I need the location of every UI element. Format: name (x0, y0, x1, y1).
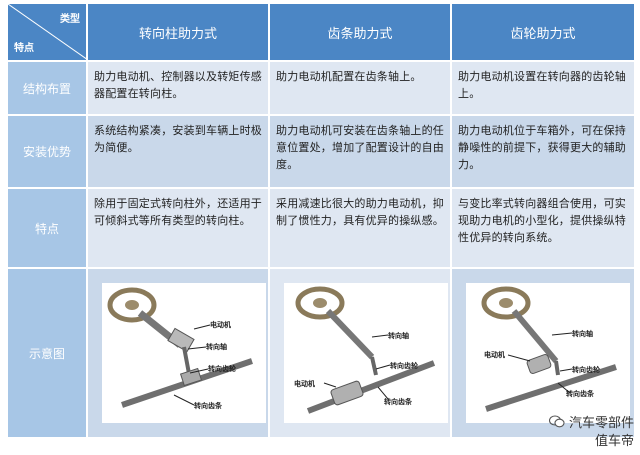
table-cell: 助力电动机配置在齿条轴上。 (268, 60, 452, 116)
table-cell: 除用于固定式转向柱外，还适用于可倾斜式等所有类型的转向柱。 (86, 187, 270, 269)
table-cell: 助力电动机设置在转向器的齿轮轴上。 (450, 60, 636, 116)
steering-diagram-column-type: 电动机 转向轴 转向齿轮 转向齿条 (102, 283, 266, 423)
column-header-rack-type: 齿条助力式 (268, 2, 452, 62)
row-label-structure: 结构布置 (6, 60, 88, 116)
diagram-label: 转向轴 (388, 332, 409, 340)
table-cell: 与变比率式转向器组合使用，可实现助力电机的小型化，提供操纵特性优异的转向系统。 (450, 187, 636, 269)
table-row-features: 特点 除用于固定式转向柱外，还适用于可倾斜式等所有类型的转向柱。 采用减速比很大… (6, 187, 636, 269)
diagram-cell-rack-type: 转向轴 转向齿轮 电动机 转向齿条 (268, 267, 452, 439)
diagram-cell-pinion-type: 转向轴 电动机 转向齿轮 转向齿条 (450, 267, 636, 439)
header-row: 类型 特点 转向柱助力式 齿条助力式 齿轮助力式 (6, 2, 636, 62)
diagram-cell-column-type: 电动机 转向轴 转向齿轮 转向齿条 (86, 267, 270, 439)
corner-diagonal-line (8, 4, 88, 60)
watermark-text-2: 值车帝 (594, 434, 634, 449)
watermark: 汽车零部件 值车帝 (548, 412, 634, 449)
steering-illustration (295, 286, 436, 414)
row-label-features: 特点 (6, 187, 88, 269)
corner-bottom-label: 特点 (14, 43, 34, 54)
column-header-column-type: 转向柱助力式 (86, 2, 270, 62)
diagram-label: 转向齿轮 (572, 366, 600, 374)
steering-diagram-pinion-type: 转向轴 电动机 转向齿轮 转向齿条 (466, 283, 630, 423)
table-cell: 系统结构紧凑，安装到车辆上时极为简便。 (86, 114, 270, 189)
diagram-label: 电动机 (484, 351, 505, 359)
table-cell: 助力电动机可安装在齿条轴上的任意位置处，增加了配置设计的自由度。 (268, 114, 452, 189)
diagram-label: 转向齿条 (566, 390, 594, 398)
steering-illustration (107, 287, 253, 408)
comparison-sheet: 类型 特点 转向柱助力式 齿条助力式 齿轮助力式 结构布置 助力电动机、控制器以… (6, 2, 636, 453)
table-cell: 助力电动机、控制器以及转矩传感器配置在转向柱。 (86, 60, 270, 116)
diagram-label: 电动机 (210, 321, 231, 329)
diagram-label: 转向轴 (572, 330, 593, 338)
diagram-label: 电动机 (294, 380, 315, 388)
watermark-line-1: 汽车零部件 (548, 412, 634, 431)
steering-illustration (481, 286, 617, 412)
corner-header: 类型 特点 (6, 2, 88, 62)
diagram-label: 转向齿轮 (208, 365, 236, 373)
table-row-diagrams: 示意图 (6, 267, 636, 439)
table-row-install-advantage: 安装优势 系统结构紧凑，安装到车辆上时极为简便。 助力电动机可安装在齿条轴上的任… (6, 114, 636, 189)
diagram-label: 转向齿条 (194, 402, 222, 410)
column-header-pinion-type: 齿轮助力式 (450, 2, 636, 62)
row-label-install-advantage: 安装优势 (6, 114, 88, 189)
table-row-structure: 结构布置 助力电动机、控制器以及转矩传感器配置在转向柱。 助力电动机配置在齿条轴… (6, 60, 636, 116)
steering-diagram-rack-type: 转向轴 转向齿轮 电动机 转向齿条 (284, 283, 448, 423)
eps-comparison-table: 类型 特点 转向柱助力式 齿条助力式 齿轮助力式 结构布置 助力电动机、控制器以… (6, 2, 636, 439)
table-cell: 采用减速比很大的助力电动机，抑制了惯性力，具有优异的操纵感。 (268, 187, 452, 269)
watermark-text-1: 汽车零部件 (568, 416, 634, 431)
diagram-label: 转向轴 (206, 343, 227, 351)
wechat-icon (548, 415, 565, 428)
corner-top-label: 类型 (60, 14, 80, 25)
diagram-label: 转向齿轮 (390, 362, 418, 370)
diagram-label: 转向齿条 (384, 398, 412, 406)
row-label-diagrams: 示意图 (6, 267, 88, 439)
table-cell: 助力电动机位于车箱外，可在保持静噪性的前提下，获得更大的辅助力。 (450, 114, 636, 189)
